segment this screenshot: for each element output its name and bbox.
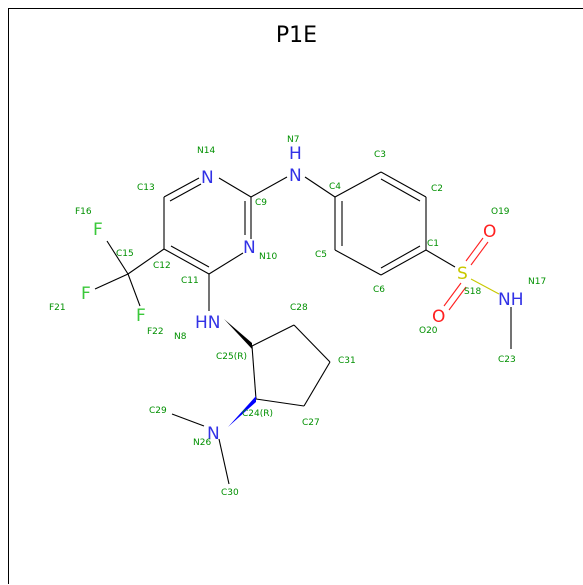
label-f22: F22 [147, 327, 164, 337]
f21-symbol: F [81, 284, 91, 304]
wedge-c24-n26 [228, 396, 256, 427]
pyrimidine-ring [163, 177, 252, 275]
label-n7: N7 [287, 135, 299, 145]
label-o19: O19 [491, 207, 510, 217]
label-c30: C30 [221, 488, 239, 498]
bond-s18-o20 [443, 282, 462, 307]
label-n14: N14 [197, 146, 215, 156]
n17-symbol: NH [498, 290, 524, 310]
bond-n10-c11 [208, 252, 244, 275]
label-o20: O20 [419, 326, 438, 336]
label-c9: C9 [255, 198, 267, 208]
label-c31: C31 [338, 356, 356, 366]
bond-c13-n14 [163, 177, 200, 198]
bond-c3-c2-double [380, 178, 421, 202]
trifluoromethyl-group [94, 240, 165, 307]
label-n10: N10 [259, 252, 277, 262]
n14-symbol: N [201, 168, 214, 188]
bond-c28-c31 [293, 324, 331, 363]
cyclopentane-ring [224, 319, 331, 427]
label-c23: C23 [498, 355, 516, 365]
bond-c9-n7 [250, 176, 288, 198]
sulfonamide-group [425, 237, 512, 349]
bond-c1-c6-double [380, 245, 421, 269]
bond-s18-o19-double [470, 241, 489, 266]
molecule-structure: N N H N HN N NH S O O F F F N14 N7 C3 C4… [49, 135, 546, 498]
bond-c27-c24 [255, 398, 305, 407]
element-symbols: N N H N HN N NH S O O F F F [81, 144, 524, 444]
label-c11: C11 [181, 276, 199, 286]
bond-c13-n14-double [169, 183, 202, 202]
label-c12: C12 [153, 261, 171, 271]
o19-symbol: O [483, 222, 496, 242]
bond-c11-c12 [163, 248, 210, 275]
benzene-ring [334, 171, 427, 276]
label-c3: C3 [374, 150, 386, 160]
n7-symbol: N [289, 166, 302, 186]
bond-c3-c2 [380, 171, 427, 198]
label-c2: C2 [431, 184, 443, 194]
o20-symbol: O [432, 307, 445, 327]
molecule-title: P1E [275, 23, 318, 48]
label-c5: C5 [315, 250, 327, 260]
label-c13: C13 [137, 183, 155, 193]
label-f16: F16 [75, 207, 92, 217]
s18-symbol: S [457, 264, 468, 284]
label-c28: C28 [290, 303, 308, 313]
n10-symbol: N [243, 238, 256, 258]
bond-s18-o20-double [448, 286, 467, 311]
bond-c15-f21 [94, 273, 129, 290]
hashed-wedge-c25-n8 [224, 319, 252, 349]
bond-c4-c3 [334, 171, 382, 198]
label-c15: C15 [116, 249, 134, 259]
label-n26: N26 [193, 438, 211, 448]
f16-symbol: F [93, 220, 103, 240]
f22-symbol: F [136, 306, 146, 326]
bond-c15-f16 [106, 240, 129, 275]
label-s18: S18 [464, 287, 481, 297]
label-c27: C27 [302, 418, 320, 428]
n8-symbol: HN [195, 313, 221, 333]
h7-symbol: H [289, 144, 302, 164]
label-c4: C4 [329, 182, 341, 192]
n26-symbol: N [207, 424, 220, 444]
diagram-frame: P1E [8, 8, 583, 584]
bond-c11-c12-double [170, 245, 210, 268]
bond-n14-c9 [218, 177, 252, 198]
label-c24: C24(R) [242, 409, 273, 419]
bond-n7-c4 [304, 176, 336, 198]
atom-index-labels: N14 N7 C3 C4 C2 C13 C9 F16 O19 C1 C15 C1… [49, 135, 546, 498]
label-n17: N17 [528, 277, 546, 287]
bond-c31-c27 [303, 361, 331, 407]
bond-n26-c30 [218, 438, 230, 485]
bond-s18-o19 [465, 237, 484, 262]
label-n8: N8 [174, 332, 187, 342]
bond-c12-c15 [127, 248, 165, 275]
bond-c1-c6 [380, 249, 427, 276]
bond-c1-s18 [425, 249, 456, 268]
label-c29: C29 [149, 406, 167, 416]
label-c25: C25(R) [216, 352, 247, 362]
label-f21: F21 [49, 303, 66, 313]
label-c1: C1 [427, 239, 439, 249]
bond-c15-f22 [127, 273, 141, 307]
bond-s18-n17 [470, 278, 500, 295]
bond-n26-c29 [171, 413, 205, 427]
bond-c24-c25 [251, 345, 257, 400]
bond-c25-c28 [251, 324, 295, 347]
bond-c6-c5 [334, 249, 382, 276]
label-c6: C6 [373, 285, 385, 295]
